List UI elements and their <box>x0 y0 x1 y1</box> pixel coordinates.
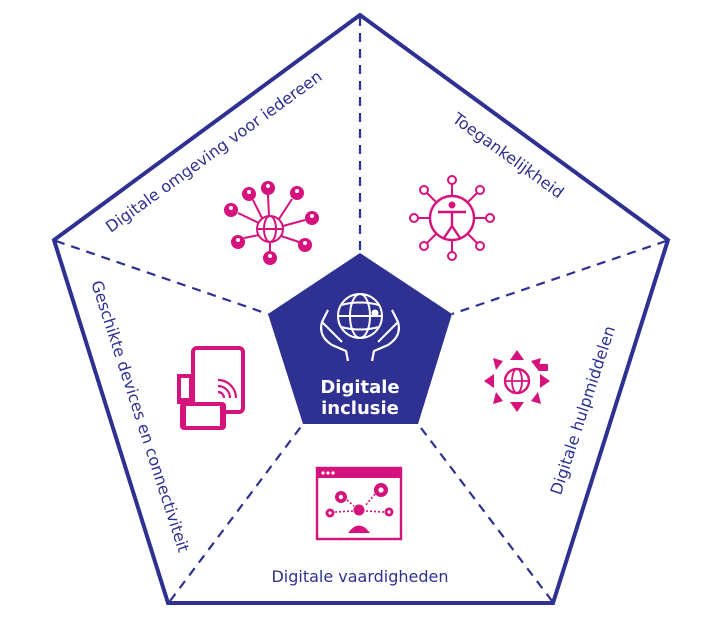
globe-in-hands-icon <box>320 293 400 362</box>
devices-wifi-icon <box>177 346 245 430</box>
browser-gears-person-icon <box>315 466 403 541</box>
divider-left <box>55 239 269 316</box>
divider-bottom-left <box>169 423 304 602</box>
divider-bottom-right <box>417 423 553 602</box>
center-label-line1: Digitale <box>320 377 399 398</box>
network-people-icon <box>224 181 319 265</box>
center-label-line2: inclusie <box>321 398 399 419</box>
segment-label-digital-skills: Digitale vaardigheden <box>271 567 448 586</box>
globe-arrows-icon <box>484 350 550 412</box>
accessibility-person-icon <box>409 175 495 261</box>
divider-right <box>451 239 667 316</box>
segment-dividers <box>55 17 667 602</box>
